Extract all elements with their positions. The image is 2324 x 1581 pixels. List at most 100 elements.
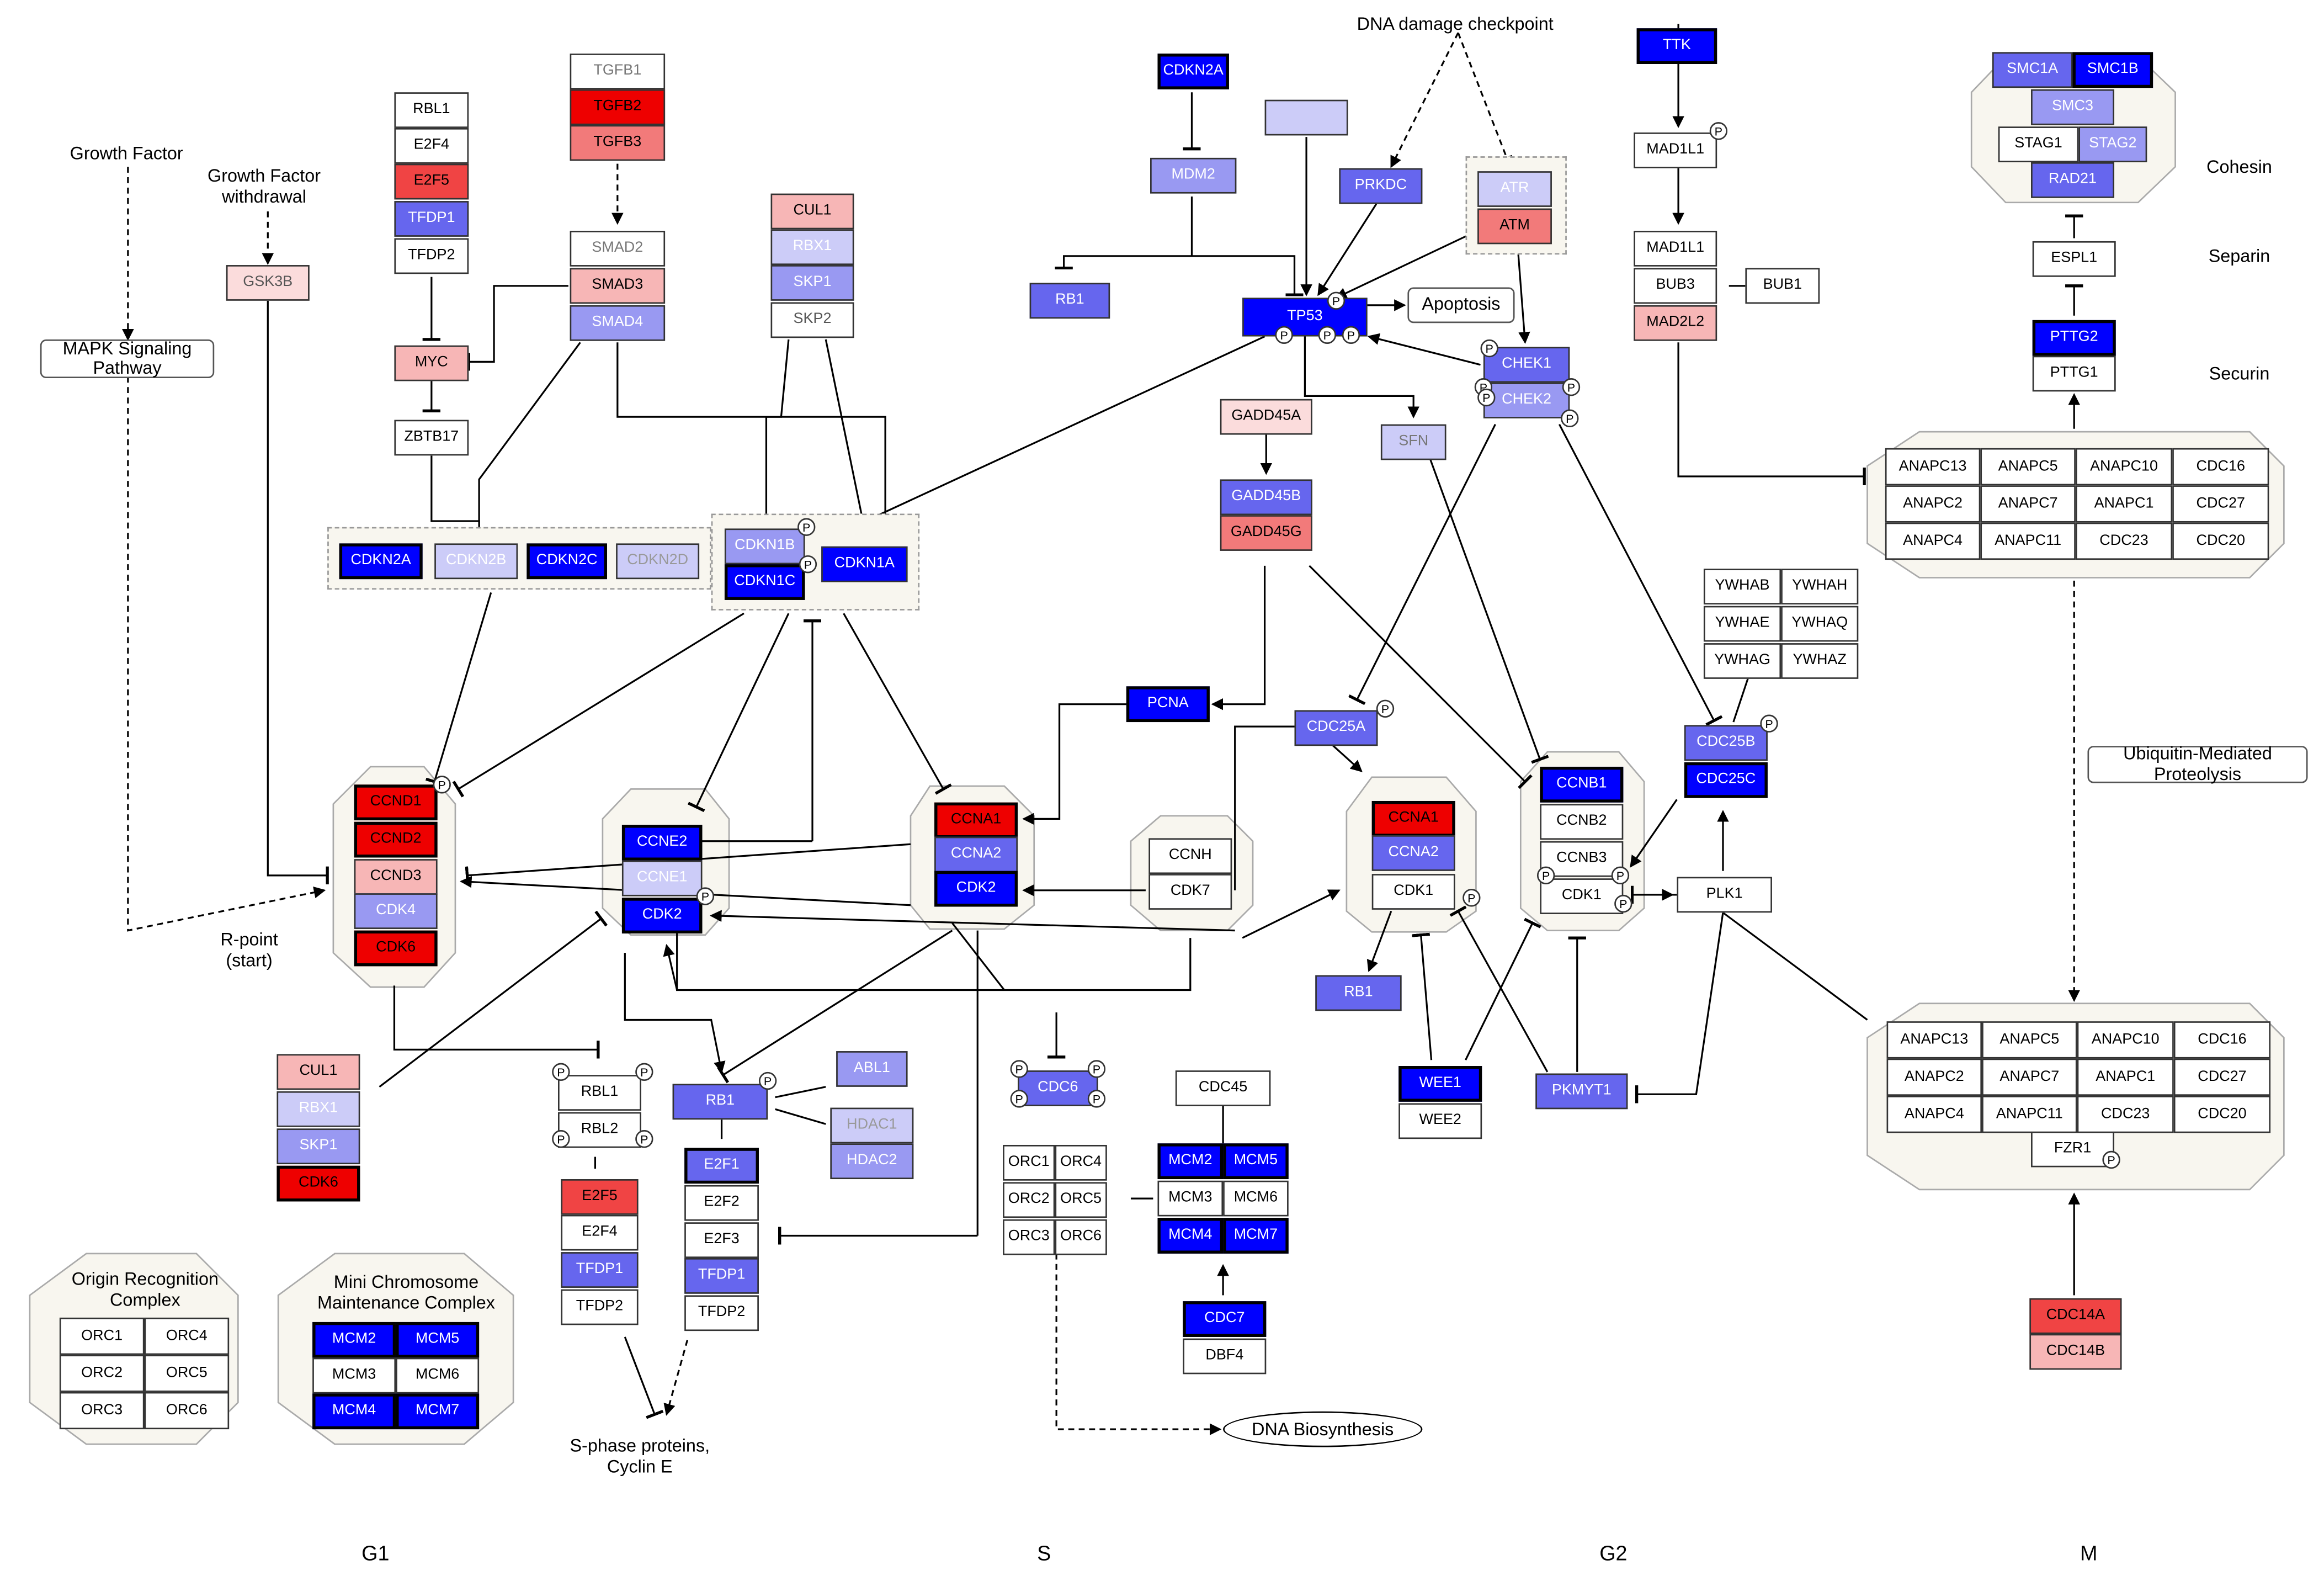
gene-cul1-a[interactable]: CUL1 <box>770 193 854 230</box>
gene-mcm4-c[interactable]: MCM4 <box>312 1393 396 1430</box>
gene-orc3-s[interactable]: ORC3 <box>1003 1219 1055 1255</box>
gene-e2f5-top[interactable]: E2F5 <box>394 163 469 200</box>
gene-cdc6[interactable]: CDC6 <box>1018 1070 1098 1106</box>
gene-stag1[interactable]: STAG1 <box>1998 126 2079 162</box>
gene-mcm7-c[interactable]: MCM7 <box>396 1393 480 1430</box>
gene-tfdp2-b[interactable]: TFDP2 <box>561 1289 639 1325</box>
gene-rb1-top[interactable]: RBL1 <box>394 92 469 128</box>
gene-bub1[interactable]: BUB1 <box>1745 268 1820 304</box>
gene-skp1-a[interactable]: SKP1 <box>770 265 854 301</box>
gene-ywhae[interactable]: YWHAE <box>1703 606 1781 642</box>
gene-apc-bot-cell[interactable]: ANAPC2 <box>1886 1058 1982 1096</box>
gene-apc-bot-cell[interactable]: CDC27 <box>2173 1058 2271 1096</box>
gene-ywhag[interactable]: YWHAG <box>1703 643 1781 679</box>
gene-tgfb1[interactable]: TGFB1 <box>570 54 666 89</box>
gene-apc-top-cell[interactable]: ANAPC4 <box>1885 522 1981 560</box>
gene-fzr1[interactable]: FZR1 <box>2031 1131 2115 1168</box>
gene-atm[interactable]: ATM <box>1477 208 1552 245</box>
gene-e2f5-b[interactable]: E2F5 <box>561 1179 639 1215</box>
gene-mcm4-s[interactable]: MCM4 <box>1157 1218 1224 1254</box>
gene-mdm2[interactable]: MDM2 <box>1150 157 1237 194</box>
gene-cdk7[interactable]: CDK7 <box>1148 874 1232 910</box>
gene-prkdc[interactable]: PRKDC <box>1339 168 1423 204</box>
gene-ccna2-s[interactable]: CCNA2 <box>934 836 1018 873</box>
gene-cdkn1a[interactable]: CDKN1A <box>821 546 908 582</box>
apoptosis-box[interactable]: Apoptosis <box>1407 287 1515 323</box>
gene-orc4-c[interactable]: ORC4 <box>144 1317 230 1355</box>
gene-apc-bot-cell[interactable]: ANAPC11 <box>1982 1095 2077 1133</box>
gene-cdk1-b[interactable]: CDK1 <box>1540 878 1624 914</box>
gene-rb1-g2[interactable]: RB1 <box>1315 975 1402 1011</box>
gene-stag2[interactable]: STAG2 <box>2078 126 2147 162</box>
gene-cdc14b[interactable]: CDC14B <box>2029 1334 2122 1370</box>
gene-ccnd2[interactable]: CCND2 <box>354 821 438 858</box>
gene-apc-top-cell[interactable]: CDC27 <box>2172 485 2269 523</box>
gene-e2f3[interactable]: E2F3 <box>684 1222 759 1258</box>
gene-ccna2-g[interactable]: CCNA2 <box>1371 835 1455 871</box>
gene-atr[interactable]: ATR <box>1477 171 1552 207</box>
ubiquitin-proteolysis-box[interactable]: Ubiquitin-Mediated Proteolysis <box>2087 744 2308 783</box>
gene-orc5-s[interactable]: ORC5 <box>1055 1182 1107 1218</box>
gene-pttg1[interactable]: PTTG1 <box>2032 356 2116 392</box>
gene-apc-top-cell[interactable]: ANAPC2 <box>1885 485 1981 523</box>
gene-rb1-low[interactable]: RB1 <box>672 1084 768 1120</box>
gene-orc5-c[interactable]: ORC5 <box>144 1355 230 1392</box>
gene-apc-bot-cell[interactable]: ANAPC7 <box>1982 1058 2077 1096</box>
gene-bub3[interactable]: BUB3 <box>1634 268 1717 304</box>
gene-cdk2-e[interactable]: CDK2 <box>621 898 703 934</box>
gene-apc-top-cell[interactable]: ANAPC13 <box>1885 448 1981 486</box>
gene-smc1b[interactable]: SMC1B <box>2072 52 2153 88</box>
gene-atr-blank[interactable] <box>1264 99 1348 136</box>
gene-tfdp1-top[interactable]: TFDP1 <box>394 201 469 237</box>
gene-mad1l1-b[interactable]: MAD1L1 <box>1634 231 1717 267</box>
gene-hdac1[interactable]: HDAC1 <box>830 1107 914 1144</box>
gene-rbx1-b[interactable]: RBX1 <box>276 1091 360 1127</box>
gene-tfdp2-top[interactable]: TFDP2 <box>394 238 469 274</box>
gene-cdk4[interactable]: CDK4 <box>354 893 438 929</box>
gene-pkmyt1[interactable]: PKMYT1 <box>1535 1073 1628 1110</box>
gene-gadd45a[interactable]: GADD45A <box>1220 399 1312 435</box>
gene-orc2-s[interactable]: ORC2 <box>1003 1182 1055 1218</box>
gene-rad21[interactable]: RAD21 <box>2031 162 2115 198</box>
gene-zbtb17[interactable]: ZBTB17 <box>394 420 469 456</box>
gene-ccnb1[interactable]: CCNB1 <box>1540 766 1624 803</box>
gene-pcna[interactable]: PCNA <box>1126 686 1210 723</box>
gene-espl1[interactable]: ESPL1 <box>2032 241 2116 277</box>
gene-cul1-b[interactable]: CUL1 <box>276 1054 360 1090</box>
gene-cdk2-a[interactable]: CDK2 <box>934 871 1018 907</box>
gene-ccnh[interactable]: CCNH <box>1148 838 1232 874</box>
gene-tgfb2[interactable]: TGFB2 <box>570 89 666 125</box>
gene-apc-top-cell[interactable]: CDC20 <box>2172 522 2269 560</box>
gene-cdkn2a-top[interactable]: CDKN2A <box>1157 54 1229 89</box>
gene-orc6-c[interactable]: ORC6 <box>144 1392 230 1430</box>
gene-mcm3-s[interactable]: MCM3 <box>1157 1180 1224 1217</box>
gene-apc-bot-cell[interactable]: ANAPC4 <box>1886 1095 1982 1133</box>
gene-mad2l2[interactable]: MAD2L2 <box>1634 305 1717 341</box>
gene-orc1-s[interactable]: ORC1 <box>1003 1144 1055 1181</box>
gene-rb1-mid[interactable]: RB1 <box>1029 283 1110 319</box>
gene-ccnb2[interactable]: CCNB2 <box>1540 804 1624 840</box>
gene-ccne1[interactable]: CCNE1 <box>621 860 703 896</box>
gene-e2f4-b[interactable]: E2F4 <box>561 1214 639 1251</box>
gene-pttg2[interactable]: PTTG2 <box>2032 320 2116 356</box>
gene-cdc45[interactable]: CDC45 <box>1175 1070 1271 1106</box>
gene-cdkn2a[interactable]: CDKN2A <box>339 543 423 580</box>
gene-hdac2[interactable]: HDAC2 <box>830 1143 914 1180</box>
gene-ccnd3[interactable]: CCND3 <box>354 859 438 895</box>
gene-mad1l1-a[interactable]: MAD1L1 <box>1634 132 1717 168</box>
gene-gadd45b[interactable]: GADD45B <box>1220 479 1312 516</box>
gene-apc-bot-cell[interactable]: CDC16 <box>2173 1021 2271 1059</box>
gene-dbf4[interactable]: DBF4 <box>1183 1338 1267 1375</box>
gene-mcm7-s[interactable]: MCM7 <box>1223 1218 1289 1254</box>
gene-cdk6-b[interactable]: CDK6 <box>276 1165 360 1202</box>
gene-ccna1-s[interactable]: CCNA1 <box>934 802 1018 839</box>
gene-mcm5-s[interactable]: MCM5 <box>1223 1143 1289 1180</box>
gene-apc-top-cell[interactable]: ANAPC1 <box>2075 485 2173 523</box>
gene-e2f2[interactable]: E2F2 <box>684 1185 759 1221</box>
gene-orc1-c[interactable]: ORC1 <box>59 1317 145 1355</box>
gene-apc-bot-cell[interactable]: ANAPC13 <box>1886 1021 1982 1059</box>
gene-ccna1-g[interactable]: CCNA1 <box>1371 800 1455 837</box>
gene-rbl1-b[interactable]: RBL1 <box>558 1075 641 1111</box>
gene-apc-top-cell[interactable]: ANAPC10 <box>2075 448 2173 486</box>
gene-smc1a[interactable]: SMC1A <box>1992 52 2073 88</box>
